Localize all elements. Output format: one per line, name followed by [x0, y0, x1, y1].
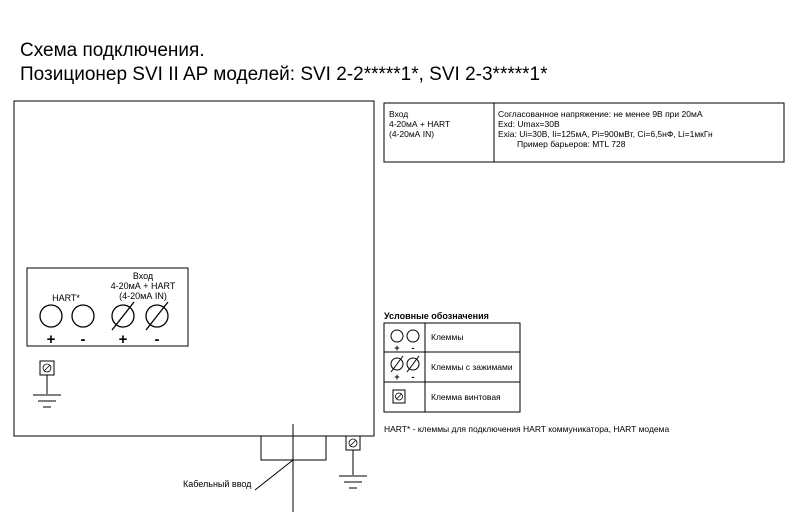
legend-row-2-plus: +: [394, 372, 399, 382]
spec-input-line-2: 4-20мА + HART: [389, 119, 450, 129]
cable-entry: [254, 424, 327, 512]
legend-row-1-label: Клеммы: [431, 332, 463, 342]
spec-exia: Exia: Ui=30В, Ii=125мА, Pi=900мВт, Ci=6,…: [498, 129, 713, 139]
external-ground-terminal: [345, 435, 361, 475]
external-ground-icon: [339, 475, 367, 489]
input-label-line-3: (4-20мА IN): [119, 291, 167, 301]
spec-input-line-1: Вход: [389, 109, 408, 119]
spec-input-line-3: (4-20мА IN): [389, 129, 434, 139]
spec-barrier-example: Пример барьеров: MTL 728: [517, 139, 626, 149]
hart-plus-sign: +: [47, 331, 56, 348]
input-label-line-1: Вход: [133, 271, 154, 281]
cable-entry-label: Кабельный ввод: [183, 479, 252, 489]
input-minus-sign: -: [155, 331, 160, 348]
legend-row-1-plus: +: [394, 343, 399, 353]
internal-ground-icon: [33, 394, 61, 408]
legend-table: [383, 322, 521, 413]
diagram-title-line-2: Позиционер SVI II AP моделей: SVI 2-2***…: [20, 64, 548, 85]
legend-screw-terminal-icon: [392, 389, 406, 404]
hart-minus-terminal-icon: [71, 304, 95, 328]
legend-row-1-minus: -: [412, 343, 415, 353]
legend-clamp-terminal-pair-icon: [390, 355, 420, 373]
terminal-block-frame: [26, 267, 189, 347]
hart-footnote: HART* - клеммы для подключения HART комм…: [384, 424, 669, 434]
input-plus-clamp-terminal-icon: [111, 301, 135, 331]
input-minus-clamp-terminal-icon: [145, 301, 169, 331]
input-plus-sign: +: [119, 331, 128, 348]
spec-voltage: Согласованное напряжение: не менее 9В пр…: [498, 109, 703, 119]
legend-row-2-label: Клеммы с зажимами: [431, 362, 513, 372]
terminal-block: HART* Вход 4-20мА + HART (4-20мА IN) + -…: [26, 267, 189, 348]
spec-exd: Exd: Umax=30В: [498, 119, 560, 129]
input-label-line-2: 4-20мА + HART: [111, 281, 176, 291]
legend-row-3-label: Клемма винтовая: [431, 392, 501, 402]
legend-title: Условные обозначения: [384, 311, 489, 321]
hart-plus-terminal-icon: [39, 304, 63, 328]
diagram-title-line-1: Схема подключения.: [20, 40, 205, 61]
internal-ground-terminal: [39, 360, 55, 394]
hart-minus-sign: -: [81, 331, 86, 348]
input-specification-table: [383, 102, 785, 163]
legend-row-2-minus: -: [412, 372, 415, 382]
legend-terminal-pair-icon: [390, 329, 420, 343]
hart-terminals-label: HART*: [52, 293, 80, 303]
positioner-housing: [13, 100, 375, 437]
